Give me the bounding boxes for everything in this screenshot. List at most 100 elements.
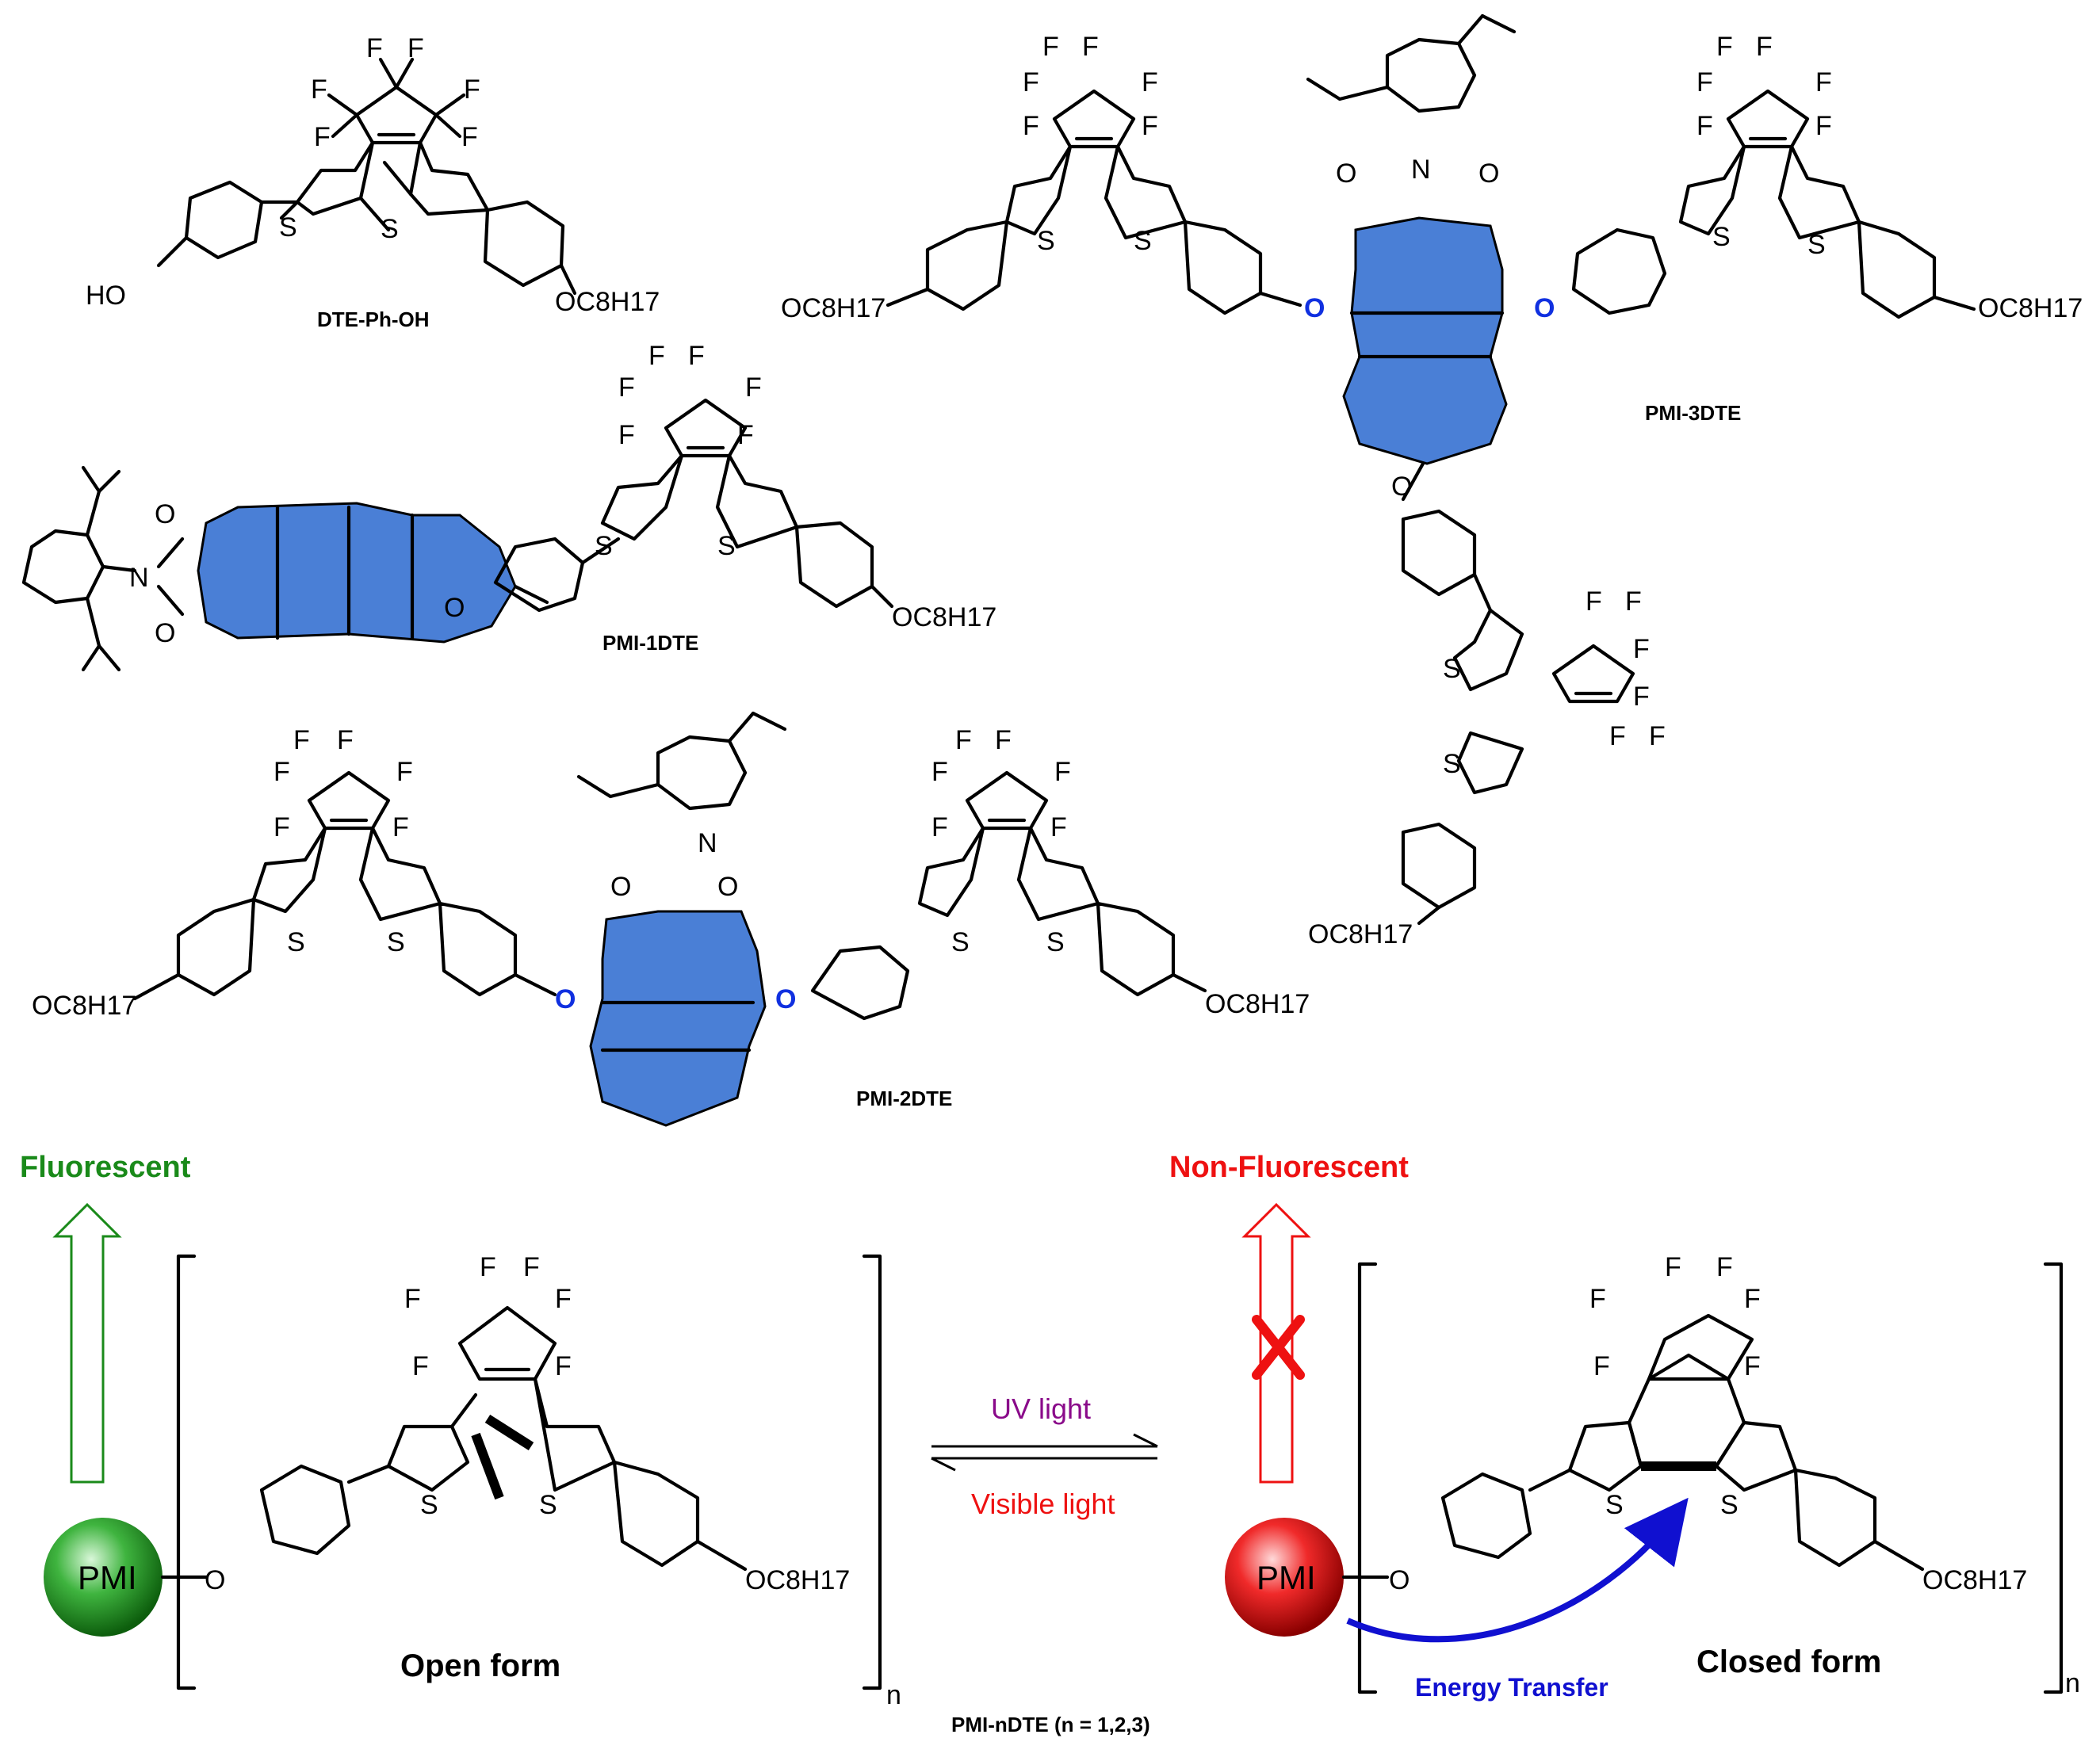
- oxygen-atom: O: [1478, 159, 1499, 189]
- repeat-index: n: [2065, 1668, 2080, 1698]
- octyloxy-group: OC8H17: [1978, 293, 2083, 323]
- molecule-label: DTE-Ph-OH: [317, 308, 430, 331]
- octyloxy-group: OC8H17: [1308, 919, 1413, 949]
- energy-transfer-label: Energy Transfer: [1415, 1673, 1608, 1702]
- fluorine-atom: F: [688, 341, 705, 371]
- fluorine-atom: F: [1756, 32, 1773, 62]
- fluorine-atom: F: [1649, 721, 1666, 751]
- fluorine-atom: F: [618, 372, 635, 403]
- sulfur-atom: S: [1712, 222, 1731, 252]
- molecule-label: PMI-3DTE: [1645, 401, 1741, 425]
- fluorine-atom: F: [396, 757, 413, 787]
- fluorine-atom: F: [618, 420, 635, 450]
- fluorine-atom: F: [955, 725, 972, 755]
- octyloxy-group: OC8H17: [745, 1565, 850, 1595]
- bracket-left: [176, 1254, 197, 1690]
- oxygen-atom: O: [1391, 472, 1412, 502]
- pmi-red-ball: [1225, 1518, 1344, 1637]
- oxygen-atom: O: [555, 984, 576, 1014]
- series-label: PMI-nDTE (n = 1,2,3): [951, 1713, 1150, 1736]
- blocked-cross-icon: [1252, 1315, 1305, 1380]
- octyloxy-group: OC8H17: [1922, 1565, 2027, 1595]
- fluorine-atom: F: [1815, 67, 1832, 97]
- oxygen-atom: O: [610, 872, 631, 902]
- switching-scheme: Fluorescent PMI O n S F F F F F F S OC8H…: [20, 1151, 2080, 1736]
- molecule-label: PMI-2DTE: [856, 1087, 952, 1110]
- fluorine-atom: F: [412, 1351, 429, 1381]
- fluorine-atom: F: [273, 812, 290, 842]
- fluorine-atom: F: [1633, 682, 1650, 712]
- fluorine-atom: F: [737, 420, 754, 450]
- molecule-pmi-3dte: F F F F F F S S OC8H17 O N O O O O F F F: [781, 13, 2083, 949]
- fluorine-atom: F: [1633, 634, 1650, 664]
- closed-form-label: Closed form: [1696, 1644, 1881, 1679]
- fluorine-atom: F: [480, 1252, 496, 1282]
- pmi-label: PMI: [1257, 1559, 1316, 1596]
- octyloxy-group: OC8H17: [781, 293, 886, 323]
- fluorine-atom: F: [931, 757, 948, 787]
- pmi-green-ball: [44, 1518, 163, 1637]
- fluorine-atom: F: [1744, 1284, 1761, 1314]
- sulfur-atom: S: [595, 531, 613, 561]
- sulfur-atom: S: [381, 214, 399, 244]
- oxygen-atom: O: [1389, 1565, 1410, 1595]
- oxygen-atom: O: [717, 872, 738, 902]
- fluorine-atom: F: [745, 372, 762, 403]
- fluorine-atom: F: [366, 33, 383, 63]
- nitrogen-atom: N: [1411, 155, 1431, 185]
- fluorine-atom: F: [1744, 1351, 1761, 1381]
- sulfur-atom: S: [1720, 1490, 1739, 1520]
- fluorine-atom: F: [1609, 721, 1626, 751]
- fluorine-atom: F: [1023, 67, 1039, 97]
- fluorine-atom: F: [1665, 1252, 1681, 1282]
- non-fluorescent-label: Non-Fluorescent: [1169, 1151, 1409, 1184]
- sulfur-atom: S: [387, 927, 405, 957]
- octyloxy-group: OC8H17: [1205, 989, 1310, 1019]
- sulfur-atom: S: [1605, 1490, 1624, 1520]
- fluorine-atom: F: [995, 725, 1012, 755]
- energy-transfer-arrow: [1346, 1497, 1689, 1643]
- oxygen-atom: O: [155, 499, 175, 529]
- fluorine-atom: F: [314, 122, 331, 152]
- bracket-left: [1357, 1262, 1378, 1694]
- octyloxy-group: OC8H17: [892, 602, 996, 632]
- fluorine-atom: F: [407, 33, 424, 63]
- fluorine-atom: F: [1142, 111, 1158, 141]
- perylene-core: [1342, 216, 1508, 465]
- oxygen-atom: O: [775, 984, 796, 1014]
- sulfur-atom: S: [279, 212, 297, 243]
- fluorine-atom: F: [1716, 1252, 1733, 1282]
- fluorine-atom: F: [1589, 1284, 1606, 1314]
- oxygen-atom: O: [444, 593, 465, 623]
- oxygen-atom: O: [205, 1565, 225, 1595]
- molecule-pmi-2dte: F F F F F F S S OC8H17 O N O O O F F F F…: [32, 711, 1310, 1127]
- perylene-core: [197, 502, 517, 644]
- bracket-right: [2043, 1262, 2064, 1694]
- fluorine-atom: F: [931, 812, 948, 842]
- pmi-label: PMI: [78, 1559, 137, 1596]
- repeat-index: n: [886, 1680, 901, 1710]
- fluorine-atom: F: [555, 1351, 572, 1381]
- fluorine-atom: F: [464, 74, 480, 105]
- fluorine-atom: F: [337, 725, 354, 755]
- visible-light-label: Visible light: [971, 1488, 1115, 1520]
- fluorescent-label: Fluorescent: [20, 1151, 191, 1184]
- octyloxy-group: OC8H17: [555, 287, 660, 317]
- fluorine-atom: F: [648, 341, 665, 371]
- sulfur-atom: S: [1037, 226, 1055, 256]
- fluorine-atom: F: [311, 74, 327, 105]
- fluorine-atom: F: [404, 1284, 421, 1314]
- sulfur-atom: S: [1443, 654, 1461, 684]
- fluorine-atom: F: [392, 812, 409, 842]
- molecule-pmi-1dte: N O O O F F F F F F S S OC8H17 PMI-1DTE: [21, 341, 996, 672]
- open-form-label: Open form: [400, 1648, 560, 1683]
- emission-arrow-blocked: [1241, 1202, 1311, 1484]
- fluorine-atom: F: [1815, 111, 1832, 141]
- fluorine-atom: F: [461, 122, 478, 152]
- fluorine-atom: F: [1625, 586, 1642, 617]
- fluorine-atom: F: [1042, 32, 1059, 62]
- perylene-core: [589, 910, 767, 1127]
- fluorine-atom: F: [555, 1284, 572, 1314]
- sulfur-atom: S: [1443, 749, 1461, 779]
- emission-arrow-up: [52, 1202, 122, 1484]
